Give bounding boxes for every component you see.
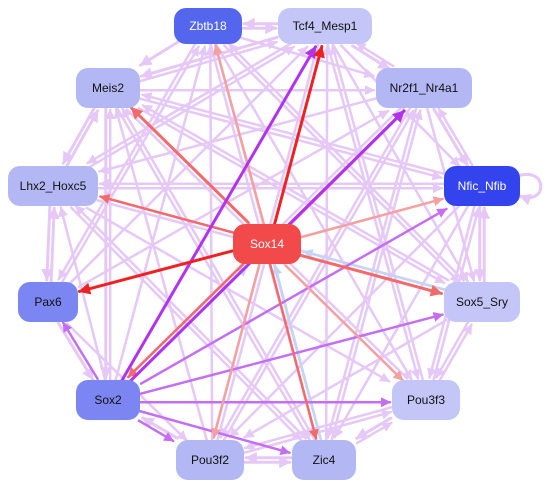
edge-sox2-to-pax6	[61, 321, 99, 381]
edge-sox14-to-tcf4_mesp1	[272, 45, 325, 227]
edge-sox14-to-pax6	[77, 249, 234, 295]
edge-zbtb18-to-sox5_sry	[223, 44, 461, 284]
edge-nfic_nfib-to-meis2	[141, 92, 446, 176]
edge-nfic_nfib-to-pou3f2	[228, 203, 462, 439]
edge-nr2f1_nr4a1-to-lhx2_hoxc5	[98, 97, 377, 175]
edge-lhx2_hoxc5-to-pax6	[41, 204, 54, 282]
edge-sox2-to-pou3f2	[137, 419, 175, 443]
edge-nr2f1_nr4a1-to-pou3f2	[219, 105, 412, 439]
edge-sox2-to-sox5_sry	[139, 312, 444, 395]
edge-pax6-to-lhx2_hoxc5	[47, 206, 60, 284]
edge-sox14-to-pou3f2	[211, 262, 261, 439]
edge-lhx2_hoxc5-to-pou3f3	[85, 206, 391, 383]
edge-pax6-to-zbtb18	[60, 45, 200, 285]
edge-sox14-to-zbtb18	[213, 44, 265, 225]
edge-sox2-to-nfic_nfib	[139, 207, 448, 385]
edge-nfic_nfib-to-nr2f1_nr4a1	[437, 107, 474, 167]
edge-nfic_nfib-to-zic4	[333, 203, 470, 439]
edge-pou3f2-to-meis2	[113, 108, 208, 441]
node-meis2[interactable]: Meis2	[76, 68, 140, 108]
edge-meis2-to-tcf4_mesp1	[139, 39, 278, 83]
edge-nr2f1_nr4a1-to-tcf4_mesp1	[355, 41, 395, 68]
edge-sox2-to-tcf4_mesp1	[120, 45, 317, 383]
edge-zic4-to-tcf4_mesp1	[322, 44, 333, 442]
edge-pou3f3-to-sox5_sry	[438, 323, 473, 383]
edge-tcf4_mesp1-to-pou3f3	[326, 43, 421, 380]
edge-sox14-to-meis2	[129, 106, 250, 224]
edge-zbtb18-to-pou3f3	[215, 43, 413, 381]
node-sox14[interactable]: Sox14	[233, 224, 301, 264]
edge-pou3f3-to-zic4	[355, 416, 393, 440]
node-pou3f2[interactable]: Pou3f2	[176, 440, 244, 480]
node-sox5-sry[interactable]: Sox5_Sry	[444, 282, 520, 322]
edge-tcf4_mesp1-to-nr2f1_nr4a1	[351, 44, 391, 71]
edge-pou3f2-to-zbtb18	[205, 44, 216, 442]
edge-zic4-to-meis2	[121, 107, 316, 441]
edge-pou3f2-to-nr2f1_nr4a1	[222, 109, 415, 443]
edge-sox5_sry-to-meis2	[141, 104, 450, 282]
edge-zbtb18-to-pax6	[57, 41, 197, 281]
edge-zic4-to-pou3f3	[355, 421, 393, 445]
edge-sox14-to-zic4	[268, 263, 319, 440]
edge-sox5_sry-to-sox14	[302, 249, 446, 291]
edge-meis2-to-lhx2_hoxc5	[61, 105, 97, 165]
node-pax6[interactable]: Pax6	[18, 282, 78, 322]
edge-sox14-to-pou3f3	[284, 264, 404, 382]
edge-sox5_sry-to-zbtb18	[227, 42, 465, 282]
edge-nfic_nfib-self-loop	[517, 172, 543, 206]
node-zbtb18[interactable]: Zbtb18	[174, 8, 242, 44]
node-lhx2-hoxc5[interactable]: Lhx2_Hoxc5	[8, 166, 98, 206]
node-sox2[interactable]: Sox2	[76, 380, 140, 420]
edge-lhx2_hoxc5-to-meis2	[64, 109, 100, 169]
edge-sox14-to-sox5_sry	[298, 253, 443, 297]
node-nr2f1-nr4a1[interactable]: Nr2f1_Nr4a1	[376, 68, 472, 108]
edge-meis2-to-sox5_sry	[137, 106, 446, 285]
node-zic4[interactable]: Zic4	[292, 440, 356, 480]
edge-meis2-to-nfic_nfib	[138, 97, 443, 181]
node-nfic-nfib[interactable]: Nfic_Nfib	[444, 166, 520, 206]
edge-zbtb18-to-meis2	[139, 40, 180, 67]
node-tcf4-mesp1[interactable]: Tcf4_Mesp1	[278, 8, 372, 44]
edge-pax6-to-nr2f1_nr4a1	[77, 109, 390, 289]
edge-sox14-to-sox2	[127, 261, 247, 379]
edge-meis2-to-zic4	[116, 107, 311, 441]
edge-sox14-to-nfic_nfib	[300, 196, 444, 239]
node-pou3f3[interactable]: Pou3f3	[392, 380, 460, 420]
